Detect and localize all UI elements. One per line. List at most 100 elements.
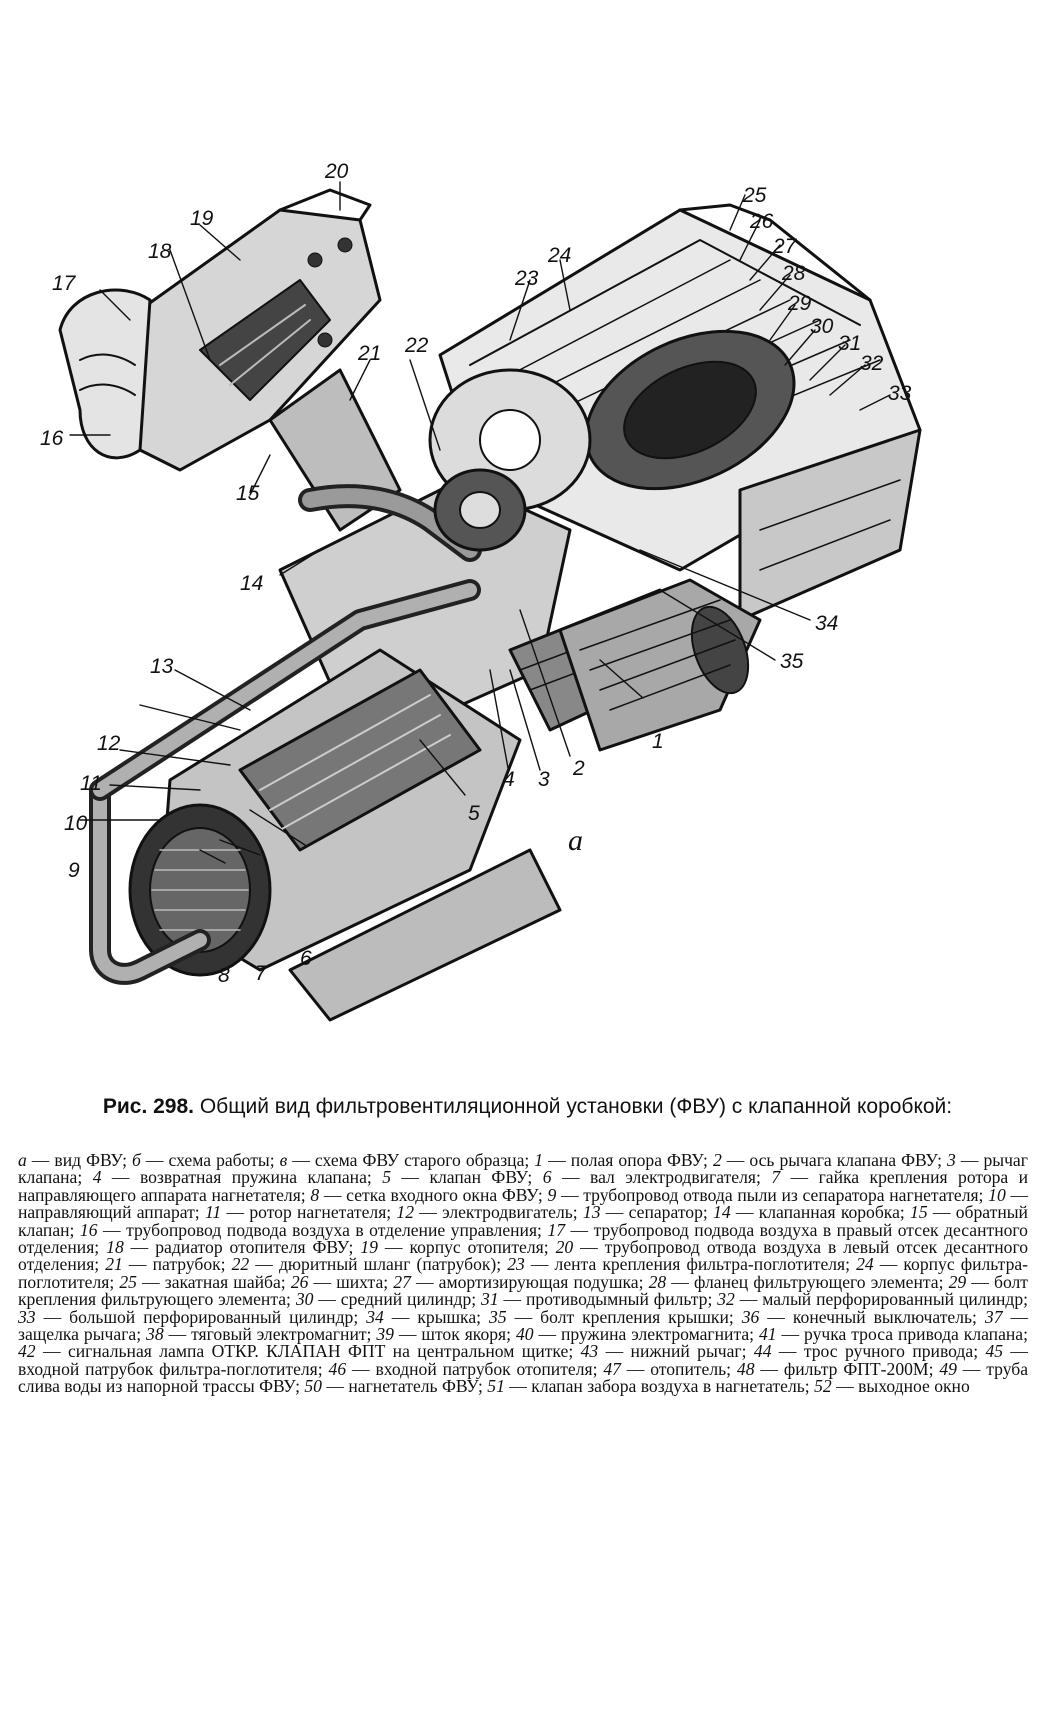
legend-entry-number: 25 (119, 1271, 137, 1292)
legend-entry: 9 — трубопровод отвода пыли из сепаратор… (547, 1184, 984, 1205)
legend-entry-number: 37 (984, 1306, 1003, 1327)
legend-entry: 42 — сигнальная лампа ОТКР. КЛАПАН ФПТ н… (18, 1341, 574, 1362)
legend-entry-text: трубопровод подвода воздуха в правый отс… (18, 1219, 1028, 1258)
callout-32: 32 (860, 352, 884, 375)
legend-entry-text: отопитель; (650, 1358, 732, 1379)
legend-entry: 46 — входной патрубок отопителя; (328, 1358, 598, 1379)
legend-entry: 28 — фланец фильтрующего элемента; (648, 1271, 944, 1292)
legend-entry-number: 17 (547, 1219, 566, 1240)
legend-entry: 22 — дюритный шланг (патрубок); (231, 1254, 502, 1275)
legend-entry: 15 — обратный клапан; (18, 1202, 1028, 1240)
callout-8: 8 (218, 964, 230, 987)
legend-entry: 39 — шток якоря; (376, 1324, 512, 1345)
legend-entry-text: защелка рычага; (18, 1324, 142, 1345)
page-footer-strip (18, 1698, 1038, 1715)
legend-entry-text: конечный выключатель; (792, 1306, 977, 1327)
legend-entry: 48 — фильтр ФПТ-200М; (736, 1358, 934, 1379)
callout-28: 28 (781, 262, 806, 285)
legend-entry-text: крышка; (417, 1306, 482, 1327)
callout-3: 3 (538, 768, 550, 791)
legend-entry: в — схема ФВУ старого образца; (279, 1150, 530, 1170)
legend-entry: б — схема работы; (132, 1150, 275, 1170)
callout-18: 18 (148, 240, 172, 263)
legend-entry-number: 21 (105, 1254, 123, 1275)
figure-title: Общий вид фильтровентиляционной установк… (199, 1095, 953, 1118)
legend-entry-number: 11 (204, 1202, 222, 1223)
legend-entry-text: большой перфорированный цилиндр; (69, 1306, 359, 1327)
legend-entry-text: обратный клапан; (18, 1202, 1028, 1240)
figure-sublabel: а (568, 824, 583, 857)
legend-entry-number: 43 (580, 1341, 599, 1362)
callout-33: 33 (888, 382, 912, 405)
legend-entry-number: б (132, 1150, 141, 1170)
legend-entry-text: дюритный шланг (патрубок); (278, 1254, 502, 1275)
legend-entry: 37 — защелка рычага; (18, 1306, 1029, 1345)
legend-entry-number: 38 (146, 1324, 164, 1345)
legend-entry-number: 45 (985, 1341, 1004, 1362)
legend-entry: 43 — нижний рычаг; (580, 1341, 747, 1362)
legend-entry-text: нагнетатель ФВУ; (348, 1376, 483, 1397)
legend-entry-text: полая опора ФВУ; (570, 1150, 708, 1170)
legend-entry-number: 39 (376, 1324, 394, 1345)
legend-entry: 32 — малый перфорированный цилиндр; (717, 1289, 1029, 1310)
callout-20: 20 (324, 160, 349, 183)
legend-entry-text: схема ФВУ старого образца; (314, 1150, 530, 1170)
legend-entry-number: в (279, 1150, 288, 1170)
callout-19: 19 (190, 207, 214, 230)
legend-entry-text: ротор нагнетателя; (249, 1202, 392, 1223)
legend-entry-number: 46 (328, 1358, 347, 1379)
legend-entry-text: вал электродвигателя; (590, 1167, 761, 1188)
callout-10: 10 (64, 812, 88, 835)
legend-entry-text: входной патрубок фильтра-поглотителя; (18, 1358, 323, 1379)
legend-entry: 31 — противодымный фильтр; (481, 1289, 713, 1310)
legend-entry: 13 — сепаратор; (582, 1202, 708, 1223)
legend-entry: 36 — конечный выключатель; (741, 1306, 977, 1327)
legend-entry-text: закатная шайба; (164, 1271, 286, 1292)
legend-entry-text: трубопровод отвода воздуха в левый отсек… (18, 1237, 1029, 1275)
legend-entry: 10 — направляющий аппарат; (18, 1184, 1029, 1223)
legend-entry-text: клапанная коробка; (758, 1202, 905, 1223)
legend-entry-number: 2 (712, 1150, 722, 1170)
legend-entry-text: нижний рычаг; (630, 1341, 747, 1362)
legend-entry: 27 — амортизирующая подушка; (393, 1271, 644, 1292)
legend-entry: 19 — корпус отопителя; (360, 1237, 549, 1258)
callout-30: 30 (810, 315, 834, 338)
legend-entry-number: 52 (814, 1376, 832, 1397)
legend-entry-text: болт крепления крышки; (540, 1306, 734, 1327)
legend-entry-text: корпус отопителя; (409, 1237, 549, 1258)
filter-absorber-drawing (428, 203, 922, 622)
leader-lines (69, 181, 891, 864)
fvu-illustration: 1 2 3 4 5 6 7 8 9 10 11 12 13 14 15 16 1… (40, 150, 1020, 1070)
legend-entry-text: трубопровод подвода воздуха в отделение … (126, 1219, 542, 1240)
legend-entry-number: 49 (939, 1358, 957, 1379)
legend-entry-number: 22 (231, 1254, 250, 1275)
legend-entry: 18 — радиатор отопителя ФВУ; (106, 1237, 354, 1258)
legend-entry: 25 — закатная шайба; (119, 1271, 286, 1292)
legend-entry: 8 — сетка входного окна ФВУ; (310, 1184, 543, 1205)
legend-entry-text: вид ФВУ; (54, 1150, 127, 1170)
legend-entry-number: 40 (515, 1324, 534, 1345)
legend-entry: 7 — гайка крепления ротора и направляюще… (18, 1167, 1029, 1205)
legend-entry-number: 33 (18, 1306, 36, 1327)
legend-entry: 35 — болт крепления крышки; (489, 1306, 734, 1327)
callout-5: 5 (468, 802, 480, 825)
legend-entry: 40 — пружина электромагнита; (515, 1324, 755, 1345)
legend-entry: 12 — электродвигатель; (396, 1202, 578, 1223)
legend-entry-number: 44 (753, 1341, 772, 1362)
legend-entry-number: а (18, 1150, 27, 1170)
legend-entry-text: клапан ФВУ; (429, 1167, 533, 1188)
legend-entry-text: сепаратор; (628, 1202, 708, 1223)
legend-entry-text: патрубок; (152, 1254, 226, 1275)
legend-entry-text: трос ручного привода; (803, 1341, 979, 1362)
legend-entry-text: шток якоря; (421, 1324, 512, 1345)
legend-entry-text: возвратная пружина клапана; (139, 1167, 372, 1188)
callout-1: 1 (652, 730, 664, 753)
callout-27: 27 (772, 235, 798, 258)
legend-entry-number: 41 (759, 1324, 777, 1345)
legend-entry: 16 — трубопровод подвода воздуха в отдел… (79, 1219, 542, 1240)
legend-entry-text: радиатор отопителя ФВУ; (155, 1237, 354, 1258)
callout-13: 13 (150, 655, 174, 678)
legend-entry-number: 9 (547, 1184, 557, 1205)
callout-2: 2 (572, 757, 585, 780)
legend-entry-text: фланец фильтрующего элемента; (694, 1271, 944, 1292)
